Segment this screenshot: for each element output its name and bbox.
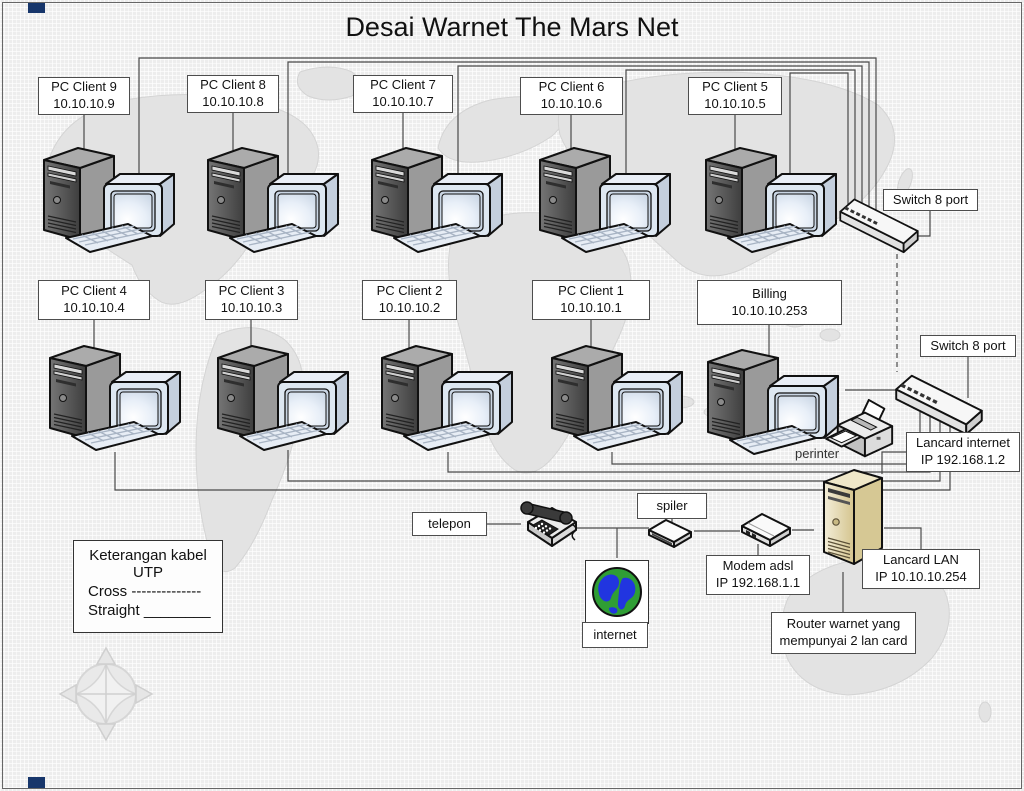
switch-top-label: Switch 8 port: [883, 189, 978, 211]
pc-client-8-label: PC Client 8 10.10.10.8: [187, 75, 279, 113]
pc-client-1-icon: [536, 338, 686, 461]
telepon-label-text: telepon: [428, 515, 471, 531]
node-ip: 10.10.10.7: [372, 94, 434, 109]
telephone-icon: [518, 492, 580, 557]
node-ip: 10.10.10.253: [731, 302, 808, 318]
pc-client-5-label: PC Client 5 10.10.10.5: [688, 77, 782, 115]
node-name: PC Client 6: [538, 79, 605, 95]
node-ip: 10.10.10.1: [560, 300, 622, 315]
node-name: PC Client 3: [218, 283, 285, 299]
node-ip: 10.10.10.9: [53, 96, 115, 111]
lancard-ip: IP 10.10.10.254: [875, 569, 967, 584]
pc-client-1-label: PC Client 1 10.10.10.1: [532, 280, 650, 320]
pc-client-6-icon: [524, 140, 674, 263]
billing-label: Billing 10.10.10.253: [697, 280, 842, 325]
node-ip: 10.10.10.2: [378, 300, 441, 315]
node-name: PC Client 4: [61, 283, 127, 299]
switch-label-text: Switch 8 port: [892, 191, 969, 207]
utp-cable-legend: Keterangan kabel UTP Cross -------------…: [73, 540, 223, 633]
switch-label-text: Switch 8 port: [930, 337, 1006, 353]
telepon-label: telepon: [412, 512, 487, 536]
pc-client-4-label: PC Client 4 10.10.10.4: [38, 280, 150, 320]
modem-label: Modem adsl IP 192.168.1.1: [706, 555, 810, 595]
lancard-ip: IP 192.168.1.2: [920, 452, 1006, 467]
internet-globe-icon: [585, 560, 649, 624]
pc-client-4-icon: [34, 338, 184, 461]
lancard-name: Lancard LAN: [883, 552, 959, 568]
node-name: PC Client 9: [51, 79, 117, 95]
compass-rose-icon: [58, 646, 154, 747]
node-name: PC Client 5: [702, 79, 768, 95]
legend-straight-entry: Straight ________: [88, 602, 211, 619]
node-ip: 10.10.10.6: [540, 96, 603, 111]
pc-client-7-icon: [356, 140, 506, 263]
lancard-lan-label: Lancard LAN IP 10.10.10.254: [862, 549, 980, 589]
splitter-icon: [644, 514, 696, 555]
spiler-label-text: spiler: [656, 497, 688, 513]
node-name: PC Client 7: [370, 77, 436, 93]
node-name: PC Client 2: [376, 283, 443, 299]
internet-label: internet: [582, 622, 648, 648]
spiler-label: spiler: [637, 493, 707, 519]
switch-mid-label: Switch 8 port: [920, 335, 1016, 357]
pc-client-3-label: PC Client 3 10.10.10.3: [205, 280, 298, 320]
diagram-title: Desai Warnet The Mars Net: [345, 12, 679, 42]
node-name: Billing: [752, 285, 787, 301]
node-ip: 10.10.10.4: [63, 300, 125, 315]
printer-label: perinter: [795, 446, 840, 461]
internet-label-text: internet: [593, 626, 637, 642]
node-ip: 10.10.10.3: [220, 300, 283, 315]
page-corner-marker-top: [28, 2, 45, 13]
pc-client-3-icon: [202, 338, 352, 461]
lancard-name: Lancard internet: [916, 435, 1010, 451]
router-note-label: Router warnet yang mempunyai 2 lan card: [771, 612, 916, 654]
node-name: PC Client 8: [200, 77, 266, 93]
pc-client-7-label: PC Client 7 10.10.10.7: [353, 75, 453, 113]
legend-title-line2: UTP: [133, 564, 163, 581]
pc-client-9-icon: [28, 140, 178, 263]
pc-client-5-icon: [690, 140, 840, 263]
pc-client-9-label: PC Client 9 10.10.10.9: [38, 77, 130, 115]
router-note-line2: mempunyai 2 lan card: [779, 633, 908, 648]
modem-ip: IP 192.168.1.1: [715, 575, 801, 590]
node-name: PC Client 1: [558, 283, 624, 299]
node-ip: 10.10.10.5: [704, 96, 766, 111]
pc-client-6-label: PC Client 6 10.10.10.6: [520, 77, 623, 115]
page-corner-marker-bottom: [28, 777, 45, 788]
node-ip: 10.10.10.8: [202, 94, 264, 109]
legend-cross-entry: Cross --------------: [88, 583, 202, 600]
legend-title-line1: Keterangan kabel: [89, 547, 207, 564]
pc-client-2-icon: [366, 338, 516, 461]
pc-client-2-label: PC Client 2 10.10.10.2: [362, 280, 457, 320]
lancard-internet-label: Lancard internet IP 192.168.1.2: [906, 432, 1020, 472]
router-note-line1: Router warnet yang: [786, 616, 901, 632]
pc-client-8-icon: [192, 140, 342, 263]
modem-name: Modem adsl: [722, 558, 794, 574]
modem-icon: [736, 506, 796, 557]
